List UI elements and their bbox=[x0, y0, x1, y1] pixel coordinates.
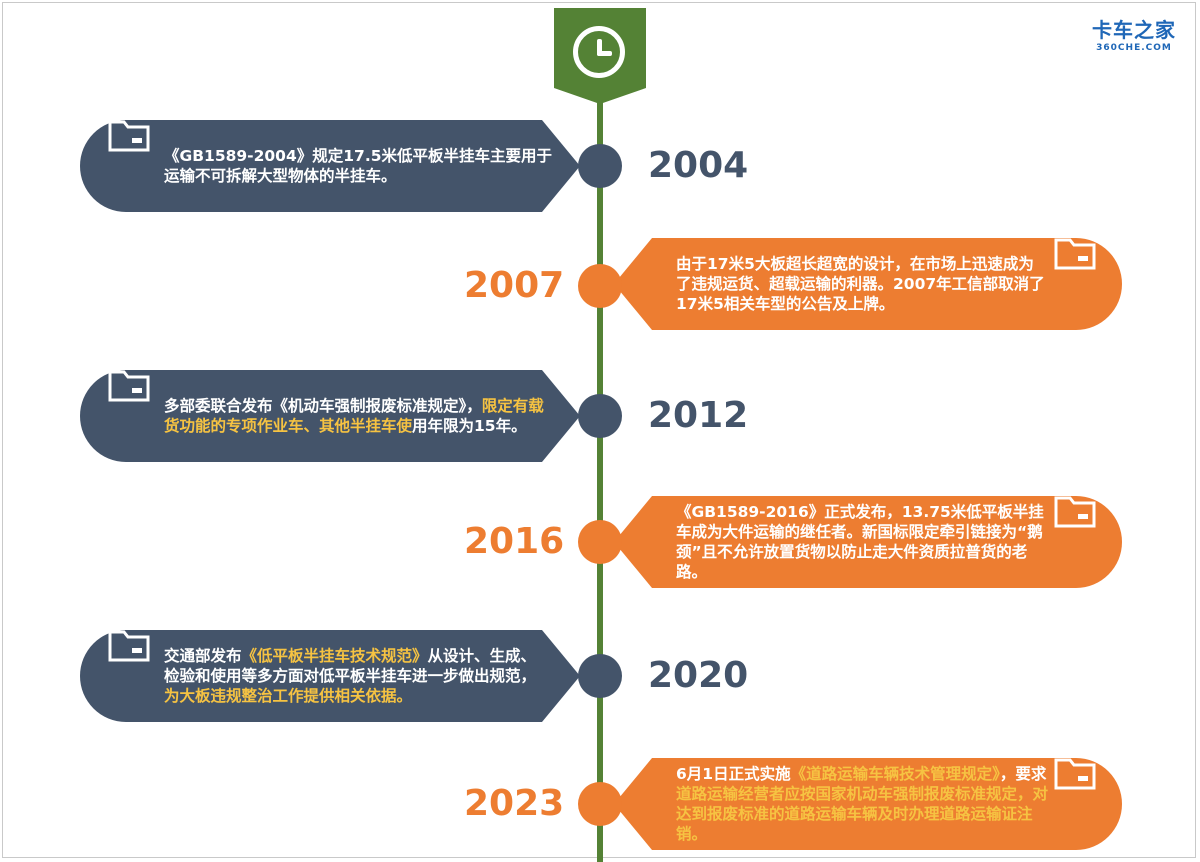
folder-icon bbox=[1054, 238, 1096, 270]
event-2007-bubble: 由于17米5大板超长超宽的设计，在市场上迅速成为了违规运货、超载运输的利器。20… bbox=[614, 238, 1122, 330]
event-2012-year: 2012 bbox=[648, 395, 749, 436]
timeline-axis bbox=[597, 96, 603, 862]
event-2012-text-b: 用年限为15年。 bbox=[412, 417, 527, 435]
event-2004-dot bbox=[578, 144, 622, 188]
folder-icon bbox=[1054, 758, 1096, 790]
event-2012-dot bbox=[578, 394, 622, 438]
event-2023-highlight: 《道路运输车辆技术管理规定》 bbox=[790, 765, 1000, 783]
event-2020-highlight: 《低平板半挂车技术规范》 bbox=[241, 647, 428, 665]
event-2012-bubble: 多部委联合发布《机动车强制报废标准规定》，限定有载货功能的专项作业车、其他半挂车… bbox=[80, 370, 600, 462]
logo-sub-text: 360CHE.COM bbox=[1096, 43, 1172, 53]
event-2020-highlight-2: 为大板违规整治工作提供相关依据。 bbox=[164, 687, 413, 705]
event-2020-text: 交通部发布《低平板半挂车技术规范》从设计、生成、检验和使用等多方面对低平板半挂车… bbox=[164, 646, 544, 706]
event-2023-text-b: ，要求 bbox=[999, 765, 1047, 783]
event-2004-year: 2004 bbox=[648, 145, 749, 186]
logo: 卡车之家 360CHE.COM bbox=[1084, 18, 1184, 54]
event-2012-text-a: 多部委联合发布《机动车强制报废标准规定》， bbox=[164, 397, 482, 415]
folder-icon bbox=[1054, 496, 1096, 528]
event-2020-bubble: 交通部发布《低平板半挂车技术规范》从设计、生成、检验和使用等多方面对低平板半挂车… bbox=[80, 630, 600, 722]
event-2020-text-b: 从设计、生成、检验和使用等多方面对低平板半挂车进一步做出规范， bbox=[164, 647, 537, 685]
clock-icon bbox=[573, 26, 625, 78]
event-2012-highlight: 限定有载货功能的专项作业车、其他半挂车使 bbox=[164, 397, 544, 435]
event-2023-highlight-2: 道路运输经营者应按国家机动车强制报废标准规定，对达到报废标准的道路运输车辆及时办… bbox=[676, 785, 1049, 843]
event-2004-bubble: 《GB1589-2004》规定17.5米低平板半挂车主要用于运输不可拆解大型物体… bbox=[80, 120, 600, 212]
folder-icon bbox=[108, 370, 150, 402]
event-2007-text: 由于17米5大板超长超宽的设计，在市场上迅速成为了违规运货、超载运输的利器。20… bbox=[676, 255, 1045, 313]
event-2023-year: 2023 bbox=[464, 783, 565, 824]
event-2016-year: 2016 bbox=[464, 521, 565, 562]
event-2016-text: 《GB1589-2016》正式发布，13.75米低平板半挂车成为大件运输的继任者… bbox=[676, 503, 1044, 581]
event-2004-text: 《GB1589-2004》规定17.5米低平板半挂车主要用于运输不可拆解大型物体… bbox=[164, 147, 552, 185]
folder-icon bbox=[108, 630, 150, 662]
event-2007-year: 2007 bbox=[464, 265, 565, 306]
event-2023-bubble: 6月1日正式实施《道路运输车辆技术管理规定》，要求道路运输经营者应按国家机动车强… bbox=[614, 758, 1122, 850]
event-2007-dot bbox=[578, 264, 622, 308]
event-2023-text: 6月1日正式实施《道路运输车辆技术管理规定》，要求道路运输经营者应按国家机动车强… bbox=[676, 764, 1048, 844]
event-2016-dot bbox=[578, 520, 622, 564]
event-2020-year: 2020 bbox=[648, 655, 749, 696]
event-2023-text-a: 6月1日正式实施 bbox=[676, 765, 791, 783]
event-2020-text-a: 交通部发布 bbox=[164, 647, 242, 665]
event-2020-dot bbox=[578, 654, 622, 698]
event-2016-bubble: 《GB1589-2016》正式发布，13.75米低平板半挂车成为大件运输的继任者… bbox=[614, 496, 1122, 588]
logo-main-text: 卡车之家 bbox=[1092, 18, 1176, 42]
event-2023-dot bbox=[578, 782, 622, 826]
folder-icon bbox=[108, 120, 150, 152]
event-2012-text: 多部委联合发布《机动车强制报废标准规定》，限定有载货功能的专项作业车、其他半挂车… bbox=[164, 396, 554, 436]
